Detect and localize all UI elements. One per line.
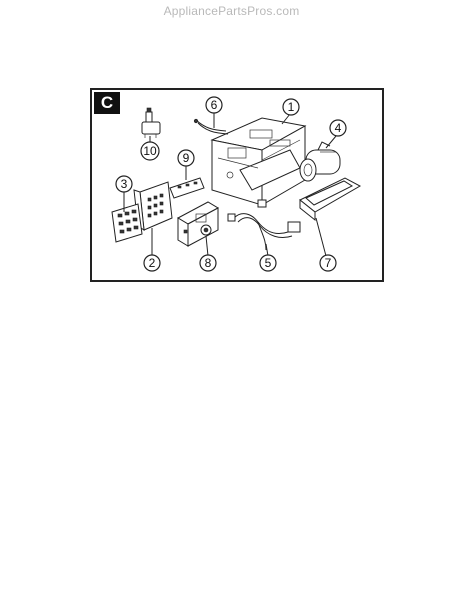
part-wire-lead	[193, 118, 229, 135]
callout-2: 2	[143, 254, 161, 272]
section-badge: C	[94, 92, 120, 114]
watermark: AppliancePartsPros.com	[163, 4, 300, 18]
callout-5: 5	[259, 254, 277, 272]
callout-8: 8	[199, 254, 217, 272]
part-control-board	[176, 201, 220, 247]
callout-5-label: 5	[265, 256, 272, 270]
part-switch	[141, 107, 161, 138]
callout-2-label: 2	[149, 256, 156, 270]
callout-3: 3	[115, 175, 133, 193]
part-pcb	[169, 177, 205, 199]
callout-6: 6	[205, 96, 223, 114]
callout-1: 1	[282, 98, 300, 116]
part-chassis	[210, 117, 307, 206]
callout-7-label: 7	[325, 256, 332, 270]
callout-10-label: 10	[143, 144, 157, 158]
callout-4-label: 4	[335, 121, 342, 135]
part-wiring-harness	[227, 199, 301, 251]
leader-lines	[123, 112, 337, 257]
callout-7: 7	[319, 254, 337, 272]
diagram-frame	[90, 88, 384, 282]
callout-10: 10	[140, 141, 160, 161]
part-keypad	[111, 203, 143, 243]
callout-4: 4	[329, 119, 347, 137]
callout-3-label: 3	[121, 177, 128, 191]
callout-8-label: 8	[205, 256, 212, 270]
part-cover-plate	[299, 177, 362, 222]
part-fan-motor	[299, 141, 341, 182]
callout-9: 9	[177, 149, 195, 167]
callout-1-label: 1	[288, 100, 295, 114]
callout-6-label: 6	[211, 98, 218, 112]
callout-9-label: 9	[183, 151, 190, 165]
